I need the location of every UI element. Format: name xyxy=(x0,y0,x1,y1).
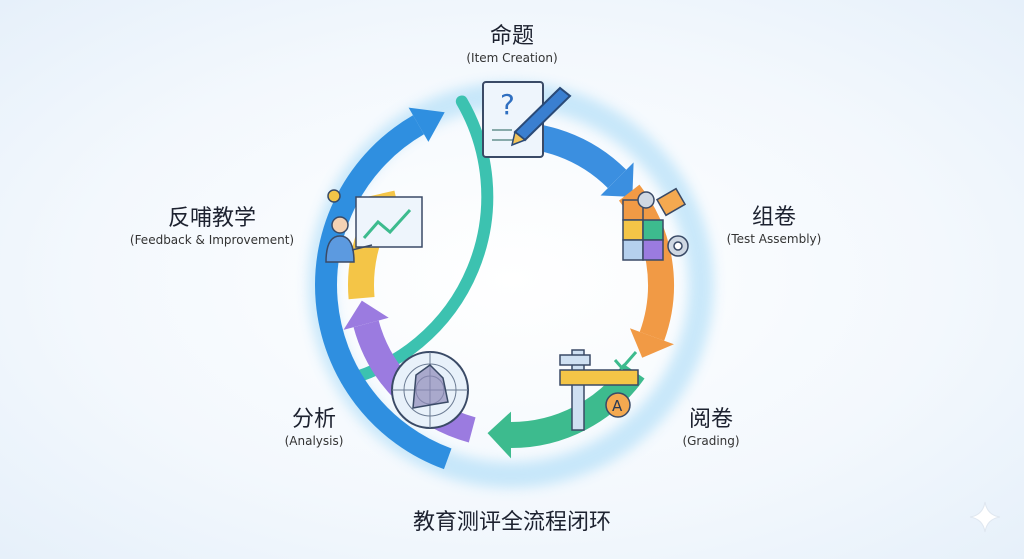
svg-text:?: ? xyxy=(500,88,515,121)
stage-title: 命题 xyxy=(489,24,535,49)
stage-label-test-assembly: 组卷 (Test Assembly) xyxy=(727,205,822,247)
stage-label-feedback: 反哺教学 (Feedback & Improvement) xyxy=(130,206,294,248)
puzzle-gears-icon xyxy=(622,187,689,261)
arrow-test-assembly-arrowhead xyxy=(629,328,674,358)
stage-title: 分析 xyxy=(291,407,336,432)
arrow-grading-arrowhead xyxy=(487,411,511,459)
stage-label-item-creation: 命题 (Item Creation) xyxy=(466,24,557,66)
radar-chart-icon xyxy=(391,351,469,429)
stage-title: 反哺教学 xyxy=(167,206,257,231)
feedback-return-arrow xyxy=(315,115,452,470)
stage-label-grading: 阅卷 (Grading) xyxy=(682,407,739,449)
diagram-title: 教育测评全流程闭环 xyxy=(412,510,612,535)
stage-label-analysis: 分析 (Analysis) xyxy=(285,407,344,449)
feedback-return-arrow-arrowhead xyxy=(408,107,445,142)
teacher-presentation-icon xyxy=(325,189,423,263)
stage-title: 阅卷 xyxy=(688,407,733,432)
stage-subtitle: (Test Assembly) xyxy=(726,232,822,246)
caliper-ruler-icon: A xyxy=(559,349,639,431)
arrow-analysis-arrowhead xyxy=(343,300,389,330)
svg-text:A: A xyxy=(612,397,623,415)
stage-subtitle: (Grading) xyxy=(682,434,740,448)
stage-title: 组卷 xyxy=(751,205,796,230)
stage-subtitle: (Feedback & Improvement) xyxy=(129,233,295,247)
stage-subtitle: (Analysis) xyxy=(284,434,344,448)
arrow-item-creation-arrowhead xyxy=(600,162,634,197)
stage-subtitle: (Item Creation) xyxy=(466,51,558,65)
document-pen-icon: ? xyxy=(482,81,572,158)
